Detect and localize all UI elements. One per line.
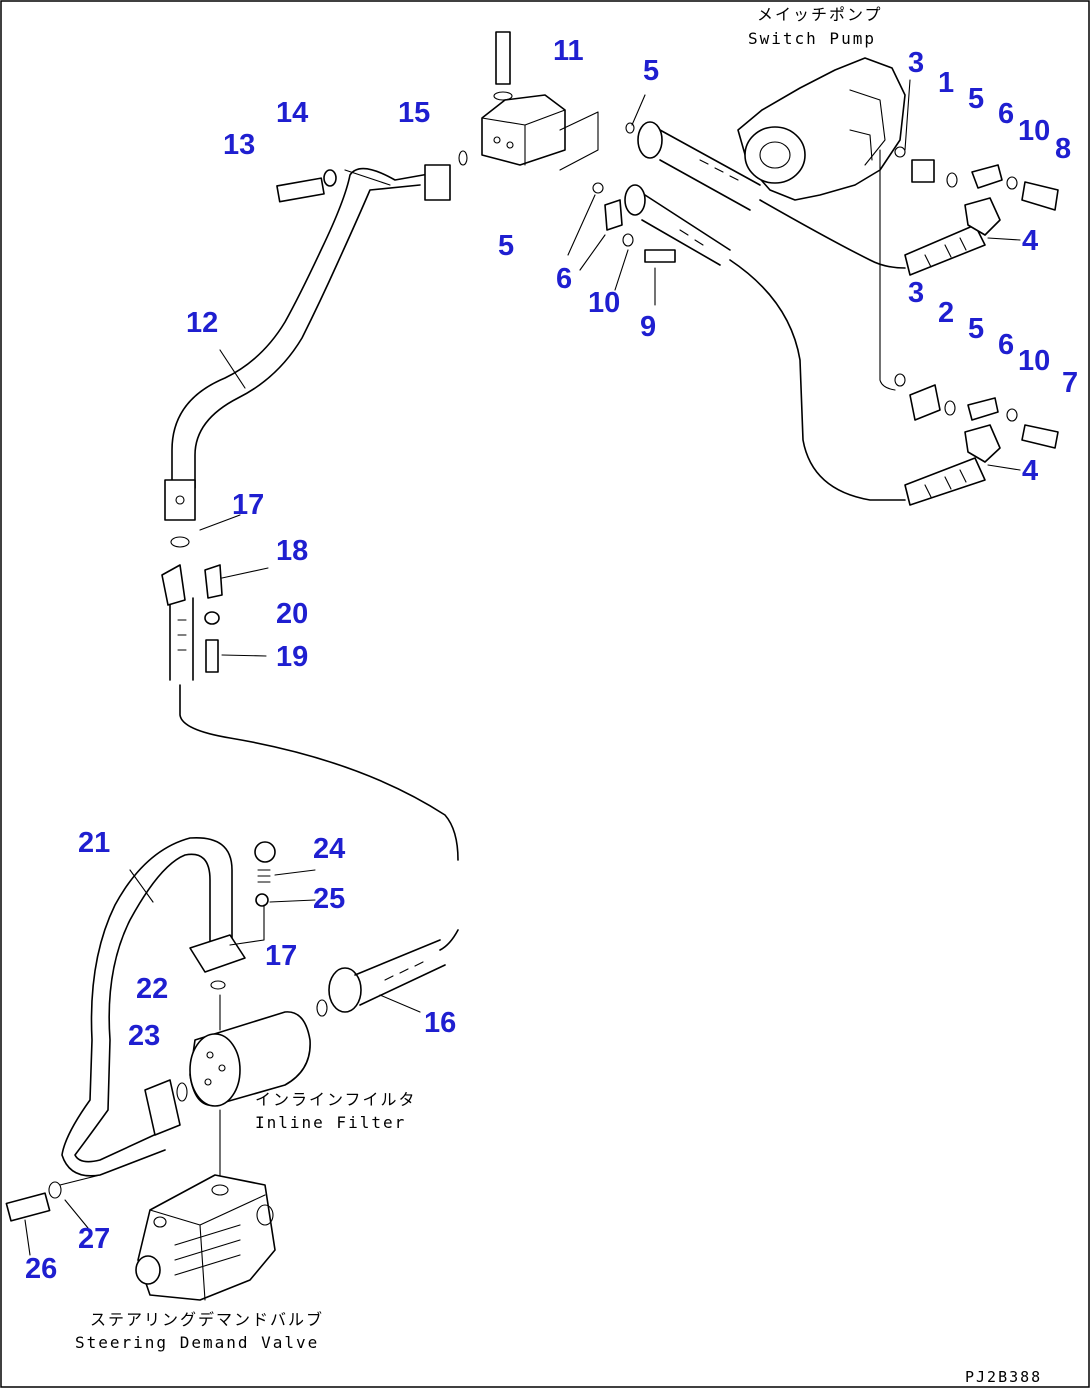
callout: 11	[553, 35, 584, 67]
callout: 17	[232, 489, 264, 521]
callout: 10	[1018, 115, 1050, 147]
bolt-13	[276, 150, 468, 203]
callout: 6	[998, 329, 1014, 361]
callout: 6	[556, 263, 572, 295]
plug-24-25	[210, 841, 276, 990]
callout: 6	[998, 98, 1014, 130]
caption-switch-pump-jp: メイッチポンプ	[757, 5, 883, 24]
fittings-left	[161, 536, 223, 681]
callout: 7	[1062, 367, 1078, 399]
callout: 10	[588, 287, 620, 319]
callouts: 1 2 3 3 4 4 5 5 5 5 6 6 6 7 8 9 10 10 10…	[25, 35, 1078, 1285]
pipe-12-flange-top	[424, 164, 451, 201]
callout: 22	[136, 973, 168, 1005]
callout: 5	[968, 83, 984, 115]
callout: 1	[938, 67, 954, 99]
caption-steering-valve-en: Steering Demand Valve	[75, 1333, 319, 1352]
callout: 20	[276, 598, 308, 630]
inline-filter	[176, 994, 311, 1181]
hose-16-upper	[637, 121, 761, 211]
callout: 17	[265, 940, 297, 972]
callout: 10	[1018, 345, 1050, 377]
callout: 27	[78, 1223, 110, 1255]
callout: 13	[223, 129, 255, 161]
callout: 14	[276, 97, 308, 129]
hose-16-lower-route	[179, 684, 459, 951]
callout: 21	[78, 827, 110, 859]
callout: 12	[186, 307, 218, 339]
callout: 2	[938, 297, 954, 329]
pipe-21	[61, 837, 246, 1177]
bolt-26	[5, 1174, 101, 1222]
callout: 15	[398, 97, 430, 129]
callout: 19	[276, 641, 308, 673]
callout: 5	[968, 313, 984, 345]
callout: 5	[643, 55, 659, 87]
callout: 23	[128, 1020, 160, 1052]
caption-steering-valve-jp: ステアリングデマンドバルブ	[90, 1310, 324, 1329]
caption-inline-filter-en: Inline Filter	[255, 1113, 406, 1132]
steering-demand-valve	[135, 1174, 276, 1301]
callout: 3	[908, 47, 924, 79]
leader-lines	[24, 79, 1021, 1256]
fittings-center	[559, 111, 635, 247]
callout: 18	[276, 535, 308, 567]
callout: 5	[498, 230, 514, 262]
hose-16-lower	[316, 939, 446, 1017]
callout: 24	[313, 833, 345, 865]
callout: 25	[313, 883, 345, 915]
pipe-12	[171, 167, 441, 489]
caption-inline-filter-jp: インラインフイルタ	[255, 1090, 417, 1109]
hose-9	[624, 184, 906, 501]
hose-4-upper	[759, 197, 1001, 276]
callout: 16	[424, 1007, 456, 1039]
callout: 4	[1022, 225, 1038, 257]
block-11	[481, 31, 566, 166]
callout: 8	[1055, 133, 1071, 165]
pipe-12-flange-bottom	[164, 479, 196, 521]
callout: 3	[908, 277, 924, 309]
callout: 26	[25, 1253, 57, 1285]
callout: 9	[640, 311, 656, 343]
callout: 4	[1022, 455, 1038, 487]
caption-switch-pump-en: Switch Pump	[748, 29, 876, 48]
switch-pump	[737, 57, 906, 201]
fittings-right	[879, 146, 1059, 449]
drawing-code: PJ2B388	[965, 1368, 1042, 1386]
hose-4-lower	[904, 424, 1001, 506]
